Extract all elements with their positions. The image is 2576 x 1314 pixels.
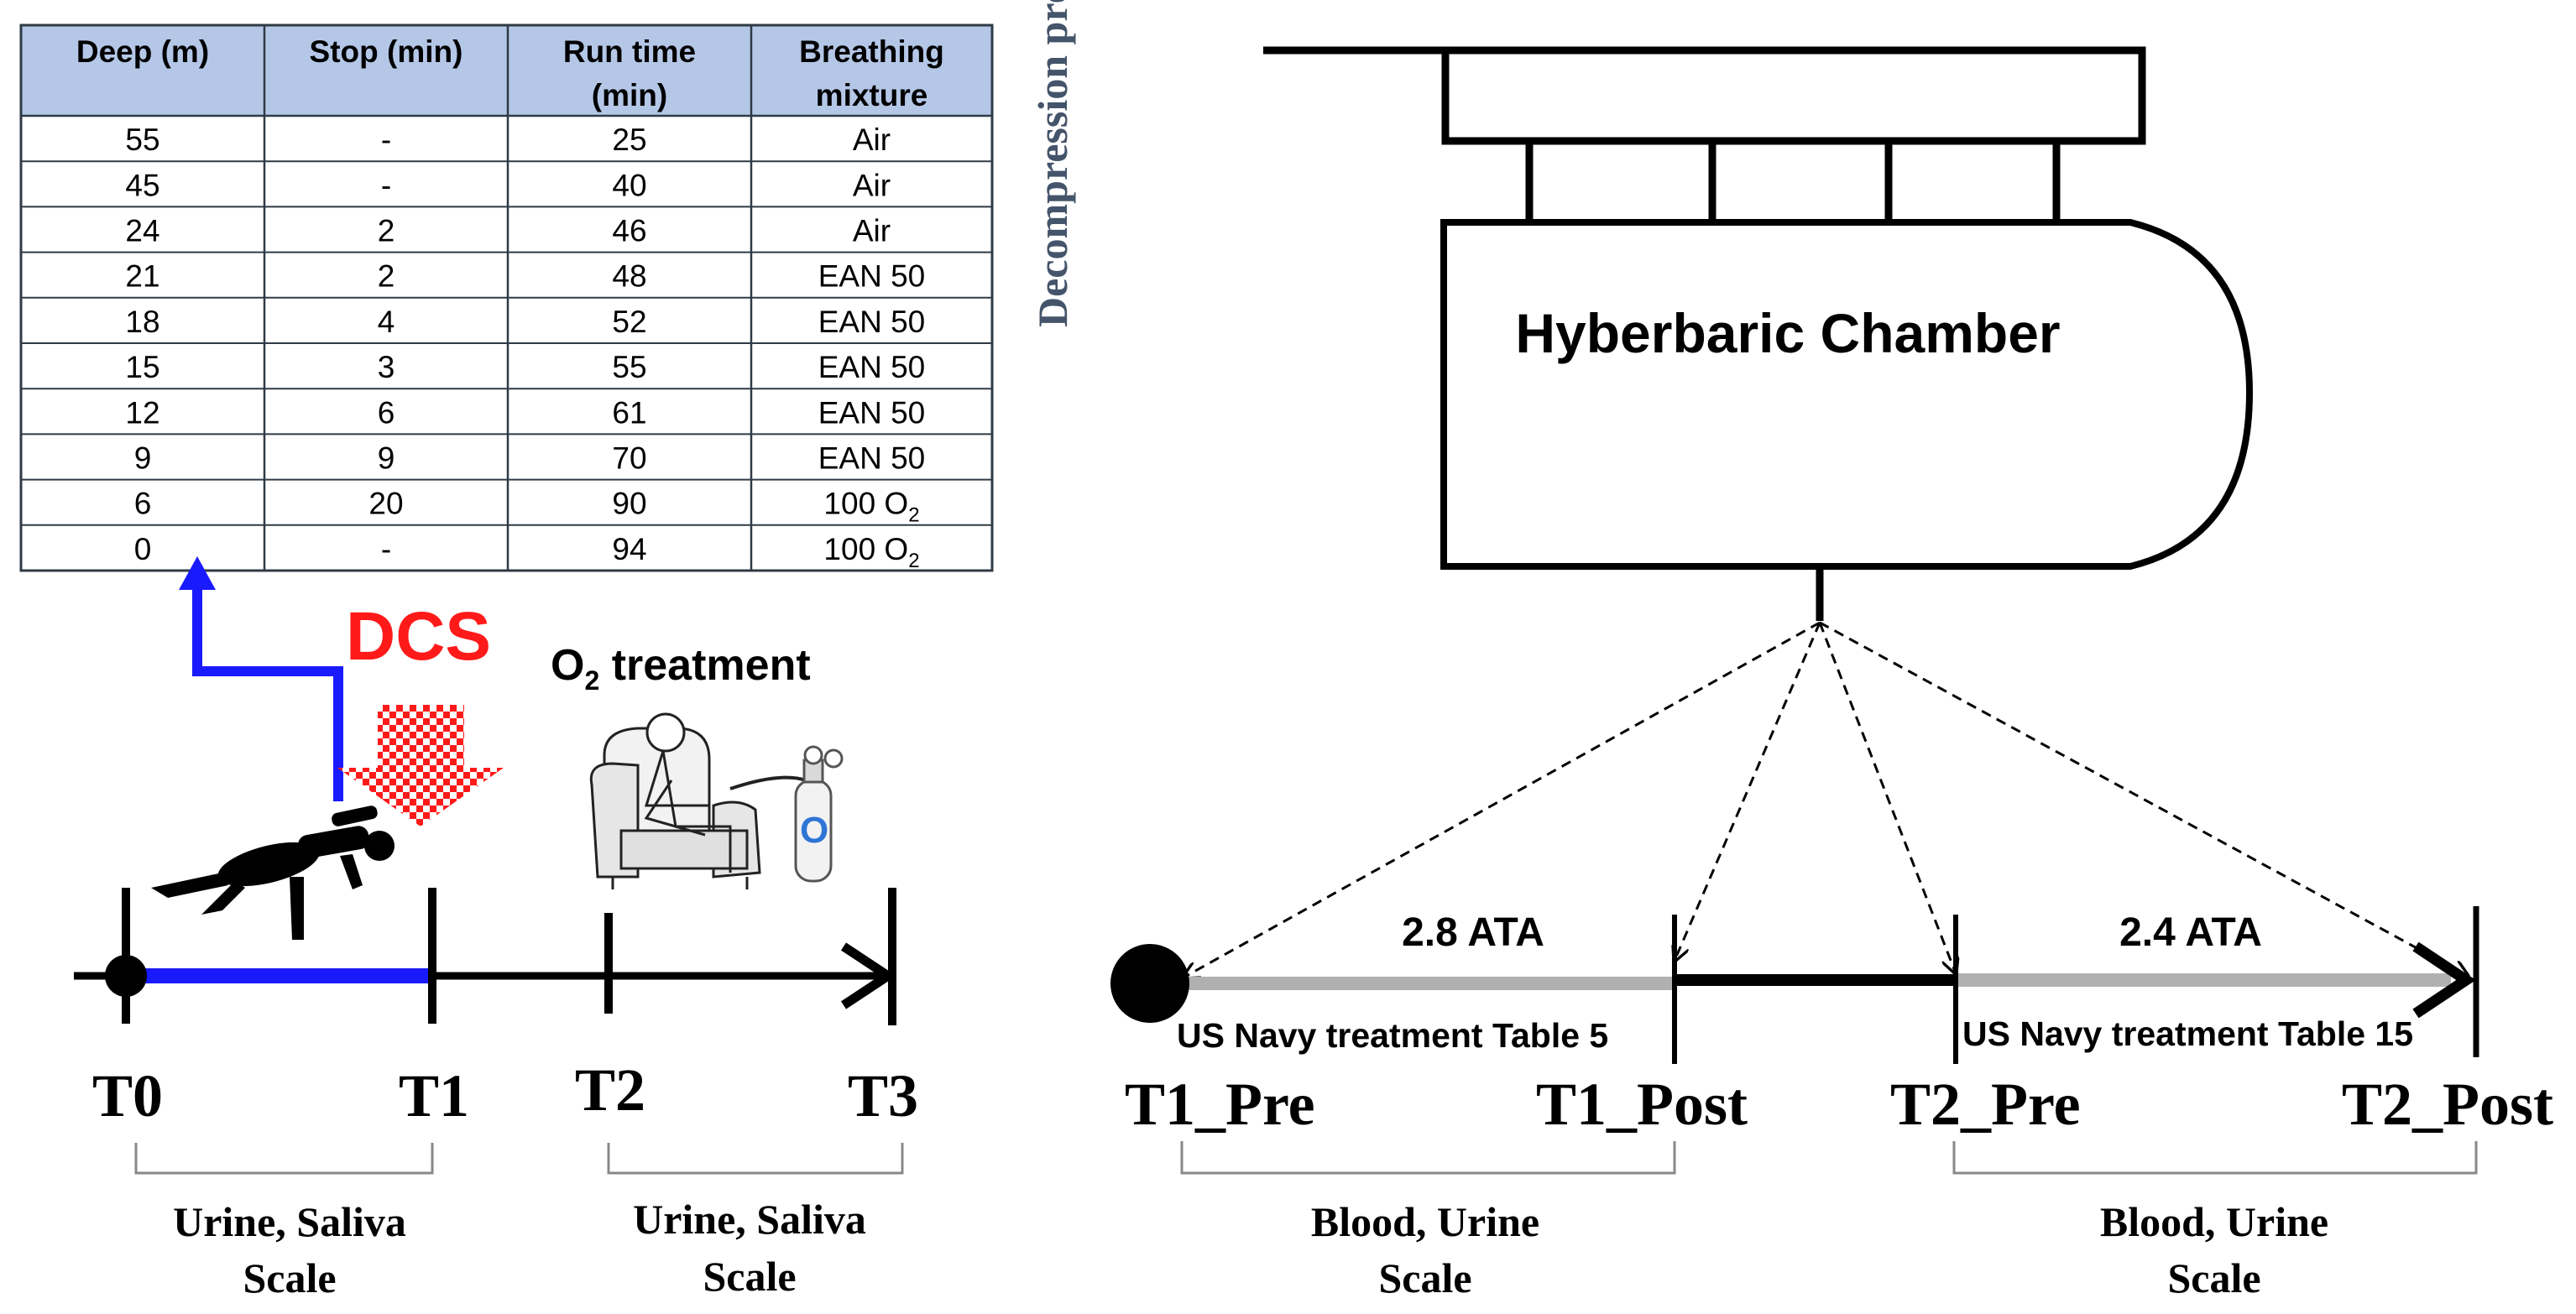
cylinder-letter: O bbox=[800, 810, 828, 851]
table-cell: 48 bbox=[612, 259, 646, 294]
table-cell: - bbox=[381, 168, 391, 202]
table-cell: - bbox=[381, 123, 391, 157]
table-side-label: Decompression profile bbox=[1029, 0, 1076, 327]
table-header-cell: Run time bbox=[563, 34, 696, 69]
table15-label: US Navy treatment Table 15 bbox=[1962, 1014, 2413, 1053]
o2-treatment-label: O2 treatment bbox=[551, 641, 811, 696]
ascent-arrow-head bbox=[179, 556, 216, 590]
left-bracket-1-line2: Scale bbox=[243, 1254, 336, 1301]
projection-lines bbox=[1183, 621, 2468, 978]
table-cell: 20 bbox=[368, 487, 403, 521]
table-cell: 70 bbox=[612, 441, 646, 476]
table-cell: 40 bbox=[612, 168, 646, 202]
table-cell: EAN 50 bbox=[818, 441, 926, 476]
right-bracket-2-line2: Scale bbox=[2167, 1254, 2260, 1301]
table-cell: 3 bbox=[378, 350, 395, 384]
right-timeline-arrowhead bbox=[2412, 941, 2476, 1019]
pressure-2-8: 2.8 ATA bbox=[1402, 910, 1544, 955]
table-header-cell: Deep (m) bbox=[76, 34, 209, 69]
oxygen-cylinder-icon: O bbox=[794, 745, 844, 883]
right-bracket-2 bbox=[1952, 1141, 2478, 1175]
left-bracket-1 bbox=[134, 1143, 434, 1175]
table-cell: 45 bbox=[125, 168, 159, 202]
table-cell: 100 O2 bbox=[823, 532, 919, 572]
right-bracket-1-line2: Scale bbox=[1378, 1254, 1471, 1301]
right-bracket-1 bbox=[1180, 1141, 1676, 1175]
table-cell: EAN 50 bbox=[818, 350, 926, 384]
table-cell: 15 bbox=[125, 350, 159, 384]
table-cell: Air bbox=[853, 123, 891, 157]
table-cell: 2 bbox=[378, 259, 395, 294]
right-bracket-2-line1: Blood, Urine bbox=[2100, 1198, 2328, 1245]
table-cell: 52 bbox=[612, 305, 646, 339]
time-t2: T2 bbox=[575, 1056, 645, 1124]
table-cell: 9 bbox=[378, 441, 395, 476]
table-cell: 6 bbox=[134, 487, 152, 521]
table-cell: 0 bbox=[134, 532, 152, 566]
table-cell: 21 bbox=[125, 259, 159, 294]
dcs-down-arrow bbox=[337, 705, 504, 826]
patient-armchair-icon bbox=[589, 712, 807, 889]
time-t1: T1 bbox=[399, 1062, 469, 1129]
table-cell: 4 bbox=[378, 305, 395, 339]
decompression-table: Deep (m) Stop (min) Run time (min) Breathing… bbox=[19, 23, 994, 572]
time-t1-pre: T1_Pre bbox=[1125, 1071, 1315, 1138]
left-bracket-1-line1: Urine, Saliva bbox=[173, 1198, 406, 1245]
table-cell: 55 bbox=[612, 350, 646, 384]
table-header-cell-line2: (min) bbox=[592, 78, 667, 112]
chamber-label: Hyberbaric Chamber bbox=[1515, 302, 2060, 364]
table-cell: 6 bbox=[378, 395, 395, 430]
left-bracket-2-line1: Urine, Saliva bbox=[633, 1196, 866, 1243]
left-bracket-2 bbox=[607, 1143, 904, 1175]
table-header-cell-line2: mixture bbox=[816, 78, 928, 112]
table-header-cell: Breathing bbox=[799, 34, 944, 69]
right-timeline-start-dot bbox=[1110, 944, 1189, 1023]
hyperbaric-chamber bbox=[1440, 219, 2254, 570]
table5-label: US Navy treatment Table 5 bbox=[1177, 1016, 1608, 1055]
left-bracket-2-line2: Scale bbox=[703, 1253, 796, 1300]
ascent-arrow bbox=[192, 587, 343, 801]
time-t1-post: T1_Post bbox=[1536, 1071, 1748, 1138]
scuba-diver-icon bbox=[151, 806, 394, 940]
table-header-row bbox=[21, 25, 992, 116]
table-cell: 18 bbox=[125, 305, 159, 339]
time-t2-pre: T2_Pre bbox=[1890, 1071, 2081, 1138]
table-cell: Air bbox=[853, 168, 891, 202]
time-t0: T0 bbox=[92, 1062, 163, 1129]
table-cell: - bbox=[381, 532, 391, 566]
right-bracket-1-line1: Blood, Urine bbox=[1311, 1198, 1539, 1245]
chamber-upper-box bbox=[1441, 46, 2146, 145]
table-header-cell: Stop (min) bbox=[310, 34, 463, 69]
table-cell: 25 bbox=[612, 123, 646, 157]
time-t2-post: T2_Post bbox=[2342, 1071, 2553, 1138]
table-cell: 46 bbox=[612, 214, 646, 248]
table-cell: 90 bbox=[612, 487, 646, 521]
table-cell: 55 bbox=[125, 123, 159, 157]
table-cell: Air bbox=[853, 214, 891, 248]
table-cell: 61 bbox=[612, 395, 646, 430]
dcs-label: DCS bbox=[346, 598, 491, 675]
table-cell: 94 bbox=[612, 532, 646, 566]
pressure-2-4: 2.4 ATA bbox=[2119, 910, 2262, 955]
table-cell: EAN 50 bbox=[818, 395, 926, 430]
time-t3: T3 bbox=[848, 1062, 918, 1129]
table-cell: 100 O2 bbox=[823, 487, 919, 527]
table-cell: EAN 50 bbox=[818, 259, 926, 294]
table-cell: 12 bbox=[125, 395, 159, 430]
table-cell: 2 bbox=[378, 214, 395, 248]
table-cell: 24 bbox=[125, 214, 159, 248]
table-cell: 9 bbox=[134, 441, 152, 476]
table-cell: EAN 50 bbox=[818, 305, 926, 339]
